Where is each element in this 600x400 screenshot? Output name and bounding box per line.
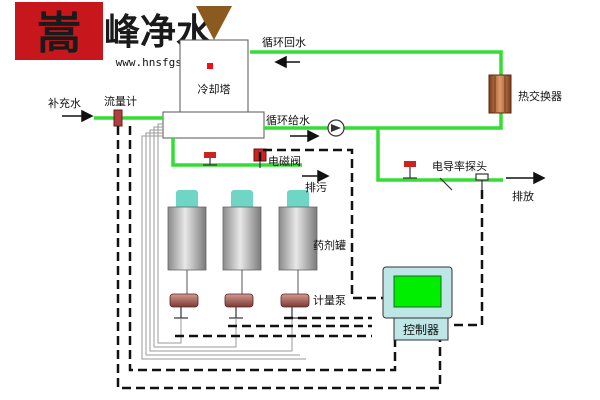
logo-emblem bbox=[196, 6, 232, 40]
solenoid-valve-label: 电磁阀 bbox=[268, 154, 301, 168]
supply-water-label: 循环给水 bbox=[266, 114, 310, 127]
company-logo: 嵩 峰净水 www.hnsfgs.com bbox=[15, 2, 232, 69]
metering-pump-2 bbox=[224, 293, 254, 319]
blowdown-pipe bbox=[171, 138, 302, 167]
circulation-pump bbox=[327, 119, 345, 137]
metering-pump-1 bbox=[169, 293, 199, 319]
metering-pump-3-body bbox=[280, 293, 310, 308]
circulation-pump-arrow-icon bbox=[331, 124, 341, 132]
metering-pump-1-body bbox=[169, 293, 199, 308]
return-flow-arrow bbox=[274, 55, 300, 69]
return-water-pipe bbox=[250, 50, 503, 75]
metering-pump-3 bbox=[280, 293, 310, 319]
dosing-tank-label: 药剂罐 bbox=[313, 238, 346, 252]
flow-arrows bbox=[62, 55, 546, 185]
makeup-flow-arrow bbox=[62, 109, 94, 123]
dosing-tank-2-body bbox=[222, 206, 262, 271]
blowdown-label: 排污 bbox=[305, 180, 327, 194]
dosing-tank-1-body bbox=[167, 206, 207, 271]
probe-stem-1 bbox=[439, 177, 453, 191]
manual-valve-2 bbox=[403, 161, 417, 179]
controller: 控制器 bbox=[382, 266, 453, 341]
manual-valve-1-handle bbox=[204, 152, 216, 158]
controller-base bbox=[393, 317, 449, 341]
manual-valve-1 bbox=[203, 152, 217, 166]
flow-meter-label: 流量计 bbox=[104, 94, 137, 108]
flow-meter bbox=[113, 109, 123, 127]
return-water-label: 循环回水 bbox=[262, 36, 306, 49]
makeup-water-label: 补充水 bbox=[48, 96, 81, 110]
metering-pump-2-body bbox=[224, 293, 254, 308]
probe-head bbox=[475, 173, 489, 181]
conductivity-probe-label: 电导率探头 bbox=[432, 159, 487, 173]
controller-screen bbox=[393, 275, 442, 308]
cooling-tower-body bbox=[179, 39, 249, 113]
heat-exchanger-body bbox=[488, 74, 512, 114]
manual-valve-2-handle bbox=[404, 161, 416, 167]
dosing-tank-2-cap bbox=[231, 190, 253, 210]
dosing-tank-2 bbox=[222, 190, 262, 271]
tank-pump-connectors bbox=[186, 270, 299, 294]
cooling-tower-indicator bbox=[207, 63, 213, 69]
dosing-tank-3 bbox=[278, 190, 318, 271]
logo-main-char: 嵩 bbox=[37, 8, 81, 59]
dosing-tank-1 bbox=[167, 190, 207, 271]
dosing-tank-3-cap bbox=[287, 190, 309, 210]
cooling-basin bbox=[162, 111, 265, 139]
blowdown-flow-arrow bbox=[302, 169, 330, 183]
discharge-flow-arrow bbox=[506, 171, 546, 185]
controller-label: 控制器 bbox=[403, 323, 439, 337]
discharge-label: 排放 bbox=[512, 189, 534, 203]
conductivity-probe bbox=[439, 173, 489, 191]
supply-flow-arrow bbox=[290, 129, 320, 143]
metering-pump-label: 计量泵 bbox=[313, 294, 346, 307]
logo-red-block bbox=[15, 2, 103, 60]
heat-exchanger-label: 热交换器 bbox=[518, 89, 562, 103]
cooling-tower-label: 冷却塔 bbox=[198, 83, 231, 96]
cooling-tower: 冷却塔 bbox=[179, 39, 249, 113]
dosing-tank-3-body bbox=[278, 206, 318, 271]
heat-exchanger: 热交换器 bbox=[488, 74, 562, 114]
discharge-pipe bbox=[376, 128, 503, 182]
chemical-feed-lines bbox=[141, 123, 306, 360]
control-signal-lines bbox=[116, 126, 484, 390]
dosing-tank-1-cap bbox=[176, 190, 198, 210]
